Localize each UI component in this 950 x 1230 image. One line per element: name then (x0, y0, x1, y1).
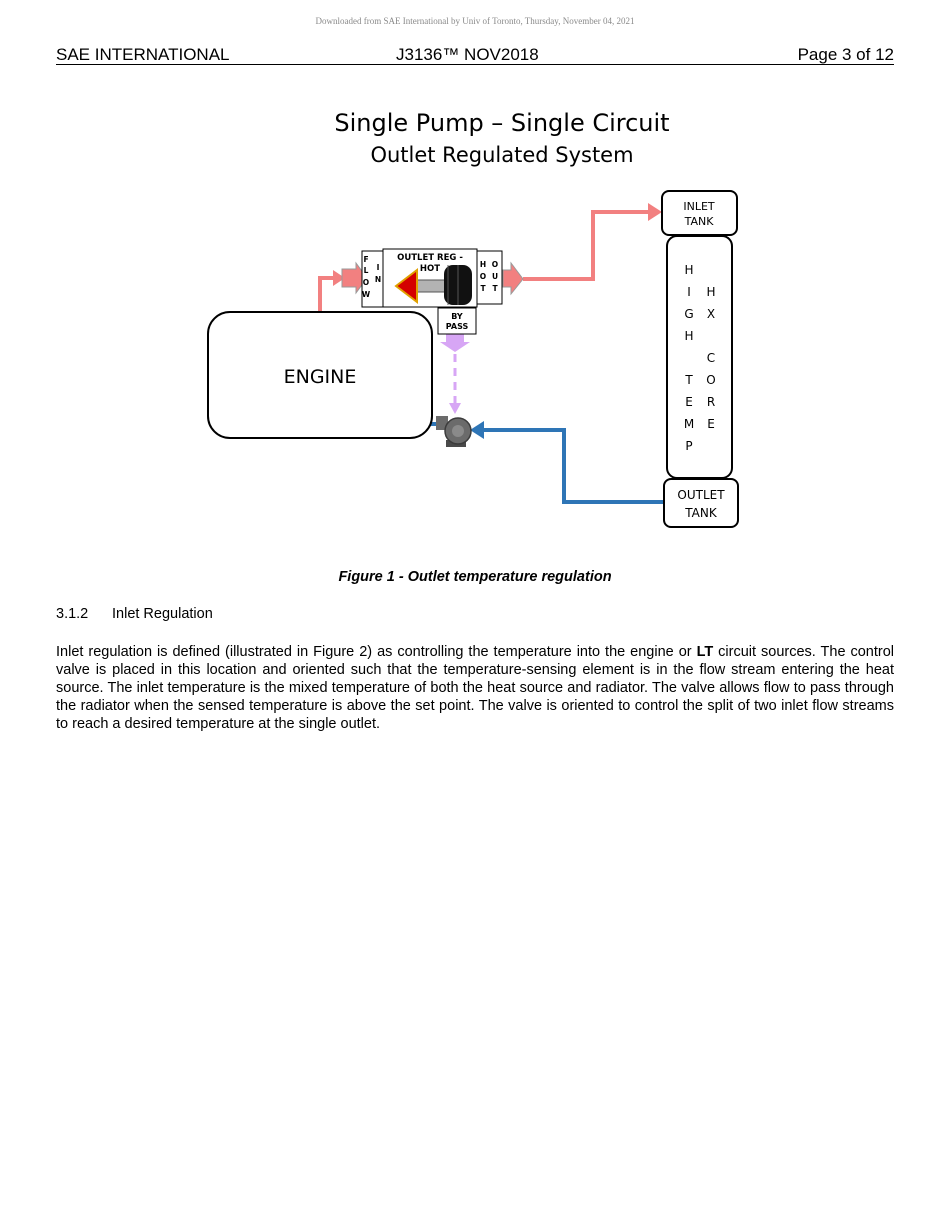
pump-inlet-arrowhead (470, 421, 484, 439)
valve-label-line2: HOT (420, 264, 440, 274)
engine-label: ENGINE (284, 366, 357, 388)
bypass-label-line2: PASS (446, 322, 469, 331)
body-paragraph: Inlet regulation is defined (illustrated… (56, 643, 894, 733)
header-doc-id: J3136™ NOV2018 (396, 45, 539, 64)
section-title: Inlet Regulation (112, 606, 213, 622)
hx-letter: H (684, 329, 693, 343)
inlet-tank-arrowhead (648, 203, 662, 221)
hx-letter: H (684, 263, 693, 277)
hx-letter: P (685, 439, 692, 453)
diagram-title-line1: Single Pump – Single Circuit (334, 109, 669, 137)
valve-label-line1: OUTLET REG - (397, 253, 463, 263)
hx-letter: X (707, 307, 715, 321)
flow-letter: L (364, 266, 369, 275)
hot-letter: T (480, 284, 486, 293)
bypass-box (437, 307, 477, 335)
header-publisher: SAE INTERNATIONAL (56, 45, 230, 64)
outlet-tank-label-line2: TANK (684, 506, 718, 520)
hx-letter: T (684, 373, 693, 387)
flow-letter: W (362, 290, 371, 299)
paragraph-text-part2: circuit sources. The control valve is pl… (56, 644, 894, 732)
figure-caption: Figure 1 - Outlet temperature regulation (338, 569, 612, 585)
hx-core-box (666, 235, 733, 479)
hot-line-engine-to-valve (318, 276, 338, 312)
paragraph-bold-term: LT (696, 644, 714, 660)
paragraph-text-part1: Inlet regulation is defined (illustrated… (56, 644, 697, 660)
water-pump-icon (436, 416, 472, 447)
in-letter: I (377, 263, 380, 272)
inlet-tank-label-line1: INLET (683, 200, 715, 213)
out-letter: T (492, 284, 498, 293)
download-watermark: Downloaded from SAE International by Uni… (315, 16, 635, 26)
engine-box (207, 311, 433, 439)
bypass-arrowhead (449, 403, 461, 414)
valve-cone-icon (394, 267, 418, 305)
hot-out-column (476, 250, 503, 305)
hx-letter: H (706, 285, 715, 299)
hx-letter: C (707, 351, 715, 365)
hx-letter: R (707, 395, 715, 409)
outlet-tank-box (663, 478, 739, 528)
valve-outlet-arrow (502, 261, 524, 296)
hx-letter: I (687, 285, 691, 299)
outlet-tank-label-line1: OUTLET (677, 488, 725, 502)
cooling-system-diagram: Single Pump – Single Circuit Outlet Regu… (207, 109, 739, 528)
bypass-label-line1: BY (451, 312, 463, 321)
hot-letter: H (480, 260, 486, 269)
hx-letter: G (684, 307, 693, 321)
hx-letter: E (685, 395, 693, 409)
out-letter: O (492, 260, 498, 269)
diagram-title-line2: Outlet Regulated System (370, 143, 633, 167)
hx-letter: E (707, 417, 715, 431)
hot-line-to-inlet-tank (523, 210, 652, 281)
bypass-flow-arrow (440, 334, 470, 352)
header-page-number: Page 3 of 12 (797, 45, 894, 64)
inlet-tank-label-line2: TANK (684, 215, 715, 228)
engine-outlet-arrowhead (333, 270, 345, 286)
flow-letter: F (363, 255, 368, 264)
page-header: SAE INTERNATIONAL J3136™ NOV2018 Page 3 … (56, 44, 894, 65)
out-letter: U (492, 272, 498, 281)
cold-line-to-pump (478, 428, 663, 504)
flow-letter: O (363, 278, 369, 287)
inlet-tank-box (661, 190, 738, 236)
section-number: 3.1.2 (56, 606, 89, 622)
hx-letter: O (706, 373, 715, 387)
in-letter: N (375, 275, 381, 284)
section-heading: 3.1.2 Inlet Regulation (56, 606, 213, 622)
hot-letter: O (480, 272, 486, 281)
hx-letter: M (684, 417, 694, 431)
